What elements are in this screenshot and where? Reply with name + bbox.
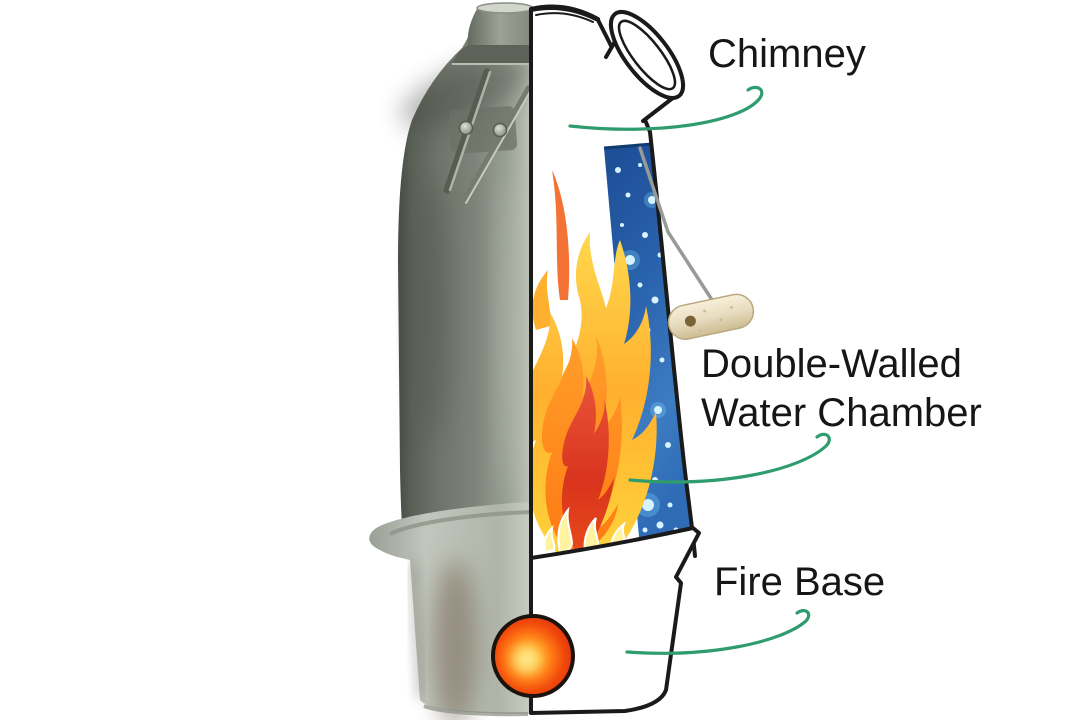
photo-cap-flare (452, 45, 532, 64)
water-chamber-label: Double-Walled Water Chamber (701, 340, 982, 438)
photo-body-highlight (498, 170, 518, 490)
rivet-icon (458, 120, 474, 136)
chimney-label: Chimney (708, 30, 866, 79)
photo-base-bottom-shade (423, 704, 529, 717)
chimney-spout (604, 10, 686, 123)
water-chamber-arrow (628, 432, 831, 484)
ember-icon (491, 614, 575, 698)
photo-base-edge-shade (409, 561, 424, 699)
fire-base-label: Fire Base (714, 558, 885, 607)
flame-icon (531, 170, 657, 554)
wooden-handle-grip (667, 293, 755, 340)
photo-shoulder-shadow (400, 55, 536, 129)
kettle-photo-half (369, 2, 536, 720)
photo-body-smudge (414, 180, 450, 440)
fire-base-arrow (625, 608, 811, 655)
carry-handle (638, 146, 755, 340)
photo-handle-hardware (443, 68, 532, 205)
leader-arrows (568, 85, 831, 655)
flame-base-flickers (543, 506, 628, 554)
photo-base-rim-shadow (389, 510, 532, 536)
water-chamber-label-line2: Water Chamber (701, 391, 982, 435)
top-opening-rim (529, 4, 600, 21)
photo-cap-rim (476, 2, 534, 14)
rivet-icon (492, 122, 508, 138)
photo-cap (467, 7, 532, 45)
photo-base-smudge (433, 560, 477, 720)
chimney-label-text: Chimney (708, 32, 866, 76)
water-chamber-label-line1: Double-Walled (701, 342, 962, 386)
chimney-arrow (568, 85, 764, 131)
fire-base-label-text: Fire Base (714, 560, 886, 604)
kettle-cutaway-half (529, 4, 755, 715)
handle-wire (638, 146, 716, 305)
handle-grip-hole (684, 315, 696, 327)
top-opening-inner-rim (535, 12, 594, 23)
spout-mouth-inner-rim (617, 19, 677, 91)
